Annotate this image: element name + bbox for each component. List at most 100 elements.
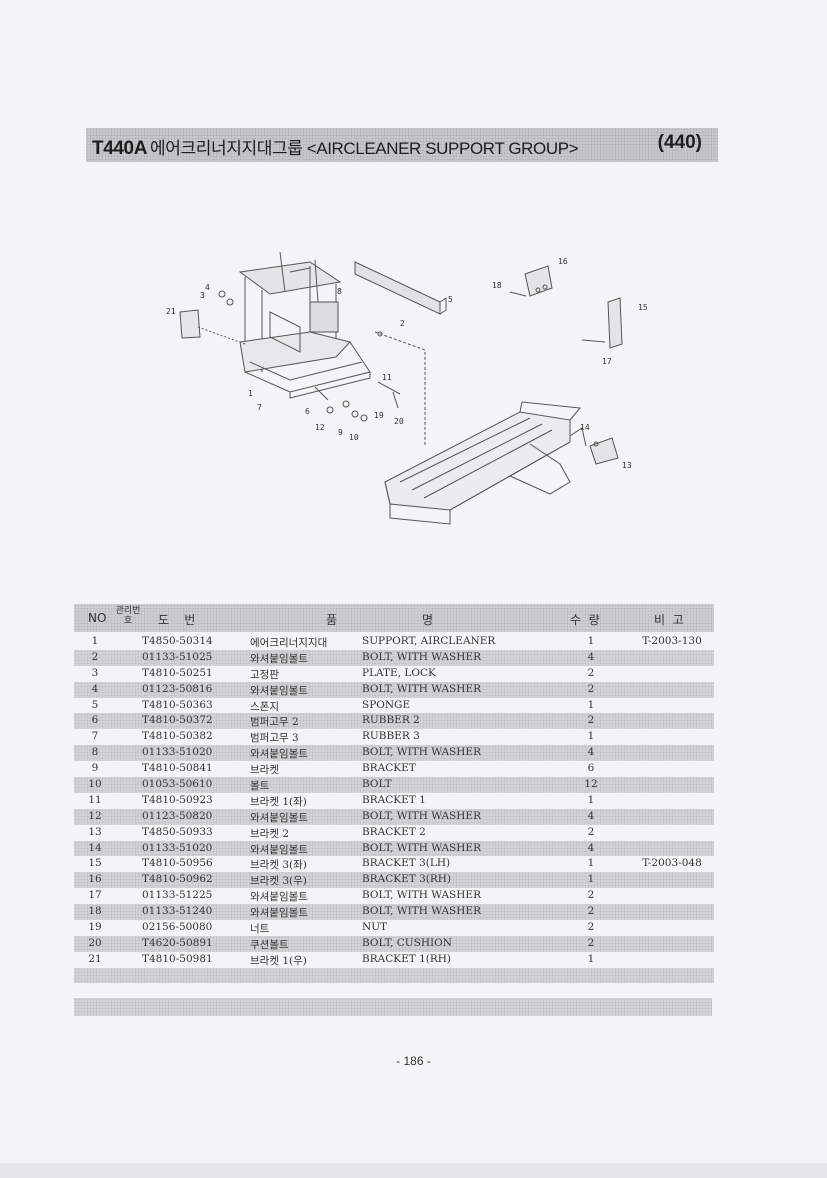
row-name-kr: 브라켓 3(좌) <box>250 859 307 872</box>
row-name-en: SUPPORT, AIRCLEANER <box>362 635 496 647</box>
row-qty: 2 <box>587 921 595 934</box>
row-no: 21 <box>88 952 102 965</box>
row-remark: T-2003-048 <box>642 857 702 870</box>
table-empty-row <box>74 967 714 983</box>
row-name-kr: 브라켓 <box>250 764 279 777</box>
row-qty: 2 <box>587 714 595 727</box>
callout-10: 10 <box>349 433 359 442</box>
row-name-en: PLATE, LOCK <box>362 666 436 679</box>
row-part-no: T4810-50841 <box>142 762 213 775</box>
row-name-en: BRACKET 3(RH) <box>362 873 452 886</box>
row-name-en: BOLT, CUSHION <box>362 936 452 949</box>
row-no: 20 <box>88 936 102 949</box>
row-name-en: BRACKET 1(RH) <box>362 952 452 965</box>
scan-edge <box>0 1163 827 1178</box>
row-name-kr: 에어크리너지지대 <box>250 637 328 649</box>
row-qty: 4 <box>587 746 595 759</box>
row-qty: 1 <box>587 793 595 806</box>
row-qty: 2 <box>587 936 595 949</box>
row-qty: 2 <box>587 666 595 679</box>
callout-6: 6 <box>305 407 310 416</box>
header-part-no: 도 번 <box>158 613 196 627</box>
row-name-en: BRACKET <box>362 762 416 775</box>
row-name-kr: 브라켓 3(우) <box>250 875 307 888</box>
row-no: 13 <box>88 825 102 838</box>
model-code: T440A <box>92 138 148 159</box>
row-part-no: T4810-50363 <box>142 698 213 711</box>
row-name-kr: 스폰지 <box>250 700 279 713</box>
row-part-no: T4810-50251 <box>142 666 213 679</box>
row-no: 3 <box>91 666 99 679</box>
row-qty: 1 <box>587 730 595 743</box>
row-part-no: T4810-50981 <box>142 952 213 965</box>
header-qty: 수 량 <box>570 613 600 627</box>
row-name-kr: 와셔붙임볼트 <box>250 684 308 697</box>
row-name-kr: 와셔붙임볼트 <box>250 891 308 904</box>
callout-5: 5 <box>448 295 453 304</box>
callout-17: 17 <box>602 357 612 366</box>
row-no: 11 <box>88 793 102 806</box>
row-no: 5 <box>91 698 99 711</box>
page-number: - 186 - <box>396 1054 431 1068</box>
header-no: NO <box>88 611 107 625</box>
row-no: 8 <box>91 746 99 759</box>
parts-table-header: NO 관리번호 도 번 품 명 수 량 비 고 <box>74 604 714 632</box>
row-qty: 4 <box>587 650 595 663</box>
row-name-kr: 볼트 <box>250 780 270 793</box>
row-name-kr: 와셔붙임볼트 <box>250 748 308 761</box>
row-name-en: BOLT <box>362 778 392 791</box>
row-no: 12 <box>88 809 102 822</box>
row-qty: 4 <box>587 841 595 854</box>
row-no: 19 <box>88 921 102 934</box>
row-no: 4 <box>91 682 99 695</box>
row-no: 10 <box>88 778 102 791</box>
row-qty: 2 <box>587 682 595 695</box>
row-name-en: SPONGE <box>362 698 411 711</box>
row-name-kr: 너트 <box>250 923 270 936</box>
row-part-no: T4810-50962 <box>142 873 213 886</box>
callout-12: 12 <box>315 423 325 432</box>
callout-13: 13 <box>622 461 632 470</box>
row-part-no: 01133-51225 <box>142 889 213 902</box>
group-number: (440) <box>657 132 702 153</box>
row-name-kr: 와셔붙임볼트 <box>250 843 308 856</box>
row-part-no: 01133-51240 <box>142 905 213 918</box>
row-part-no: 01123-50820 <box>142 809 213 822</box>
table-row: 3 T4810-50251 고정판 PLATE, LOCK 2 <box>74 666 714 682</box>
exploded-parts-diagram: 1 2 3 4 5 6 7 8 9 10 11 12 13 14 15 16 1… <box>166 251 648 525</box>
row-name-en: BOLT, WITH WASHER <box>362 650 481 663</box>
row-no: 2 <box>91 650 99 663</box>
callout-4: 4 <box>205 283 210 292</box>
parts-table-body: 1 T4850-50314 에어크리너지지대 SUPPORT, AIRCLEANER 1… <box>74 634 714 983</box>
row-name-kr: 와셔붙임볼트 <box>250 652 308 665</box>
row-qty: 1 <box>587 857 595 870</box>
row-no: 1 <box>91 635 99 647</box>
callout-18: 18 <box>492 281 502 290</box>
row-name-kr: 와셔붙임볼트 <box>250 907 308 920</box>
row-remark: T-2003-130 <box>642 635 702 647</box>
row-qty: 12 <box>584 778 598 791</box>
row-part-no: 02156-50080 <box>142 921 213 934</box>
table-footer-bar <box>74 998 712 1016</box>
row-part-no: T4850-50314 <box>142 635 213 647</box>
row-name-kr: 고정판 <box>250 668 279 681</box>
row-qty: 4 <box>587 809 595 822</box>
callout-11: 11 <box>382 373 392 382</box>
callout-1: 1 <box>248 389 253 398</box>
callout-14: 14 <box>580 423 590 432</box>
row-no: 15 <box>88 857 102 870</box>
row-name-en: BOLT, WITH WASHER <box>362 905 481 918</box>
row-name-en: BOLT, WITH WASHER <box>362 682 481 695</box>
row-name-kr: 브라켓 1(우) <box>250 954 307 967</box>
row-name-en: BOLT, WITH WASHER <box>362 809 481 822</box>
